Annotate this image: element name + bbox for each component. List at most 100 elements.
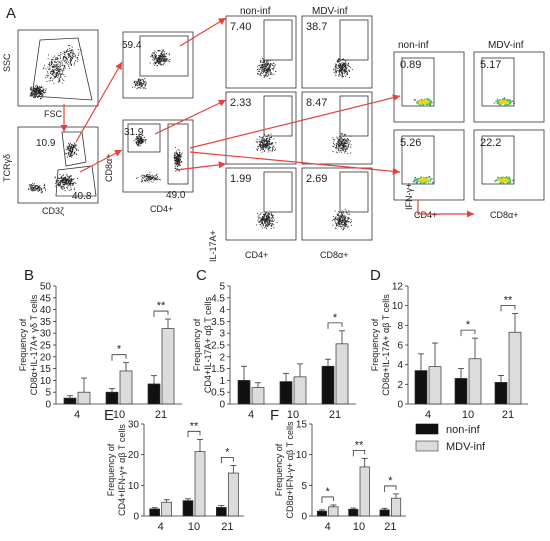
event-dot bbox=[53, 70, 55, 72]
event-dot bbox=[42, 94, 44, 97]
event-dot bbox=[63, 187, 65, 189]
event-dot bbox=[507, 99, 510, 102]
event-dot bbox=[41, 190, 43, 193]
event-dot bbox=[68, 143, 70, 145]
event-dot bbox=[341, 67, 343, 69]
event-dot bbox=[72, 146, 74, 148]
event-dot bbox=[52, 65, 54, 67]
event-dot bbox=[502, 177, 505, 180]
event-dot bbox=[29, 89, 32, 91]
event-dot bbox=[144, 81, 146, 83]
event-dot bbox=[61, 179, 63, 181]
event-dot bbox=[54, 69, 56, 71]
event-dot bbox=[271, 144, 273, 146]
event-dot bbox=[65, 178, 67, 180]
gate-value-tcr-top: 10.9 bbox=[36, 138, 56, 149]
event-dot bbox=[335, 224, 337, 226]
event-dot bbox=[337, 218, 339, 220]
event-dot bbox=[345, 226, 347, 228]
event-dot bbox=[61, 71, 64, 73]
event-dot bbox=[168, 53, 171, 55]
event-dot bbox=[136, 82, 138, 84]
event-dot bbox=[37, 185, 39, 187]
event-dot bbox=[68, 64, 70, 66]
event-dot bbox=[336, 60, 338, 63]
event-dot bbox=[271, 224, 273, 226]
event-dot bbox=[342, 69, 344, 71]
event-dot bbox=[268, 141, 270, 143]
il17-gate-value: 1.99 bbox=[230, 173, 251, 185]
event-dot bbox=[337, 215, 339, 217]
event-dot bbox=[427, 98, 429, 100]
event-dot bbox=[74, 54, 77, 56]
significance-bracket bbox=[327, 322, 343, 329]
event-dot bbox=[31, 189, 33, 191]
event-dot bbox=[74, 145, 77, 147]
event-dot bbox=[337, 141, 339, 143]
event-dot bbox=[70, 178, 72, 180]
event-dot bbox=[268, 212, 270, 214]
event-dot bbox=[144, 78, 146, 80]
gate-value-gd: 59.4 bbox=[122, 40, 142, 51]
event-dot bbox=[424, 178, 427, 181]
event-dot bbox=[140, 85, 142, 87]
event-dot bbox=[71, 154, 73, 156]
event-dot bbox=[341, 223, 343, 225]
y-tick-label: 10 bbox=[128, 481, 140, 492]
event-dot bbox=[162, 58, 164, 60]
event-dot bbox=[35, 190, 37, 192]
event-dot bbox=[179, 162, 181, 164]
event-dot bbox=[266, 215, 268, 217]
event-dot bbox=[340, 151, 343, 153]
event-dot bbox=[339, 60, 341, 62]
event-dot bbox=[135, 177, 137, 179]
event-dot bbox=[59, 179, 62, 182]
event-dot bbox=[256, 224, 258, 226]
event-dot bbox=[65, 149, 67, 151]
event-dot bbox=[145, 178, 147, 180]
event-dot bbox=[151, 178, 153, 180]
event-dot bbox=[260, 225, 262, 227]
event-dot bbox=[344, 224, 346, 226]
event-dot bbox=[344, 223, 346, 225]
event-dot bbox=[56, 64, 58, 66]
event-dot bbox=[338, 62, 341, 64]
y-tick-label: 50 bbox=[40, 282, 52, 293]
event-dot bbox=[140, 78, 142, 80]
event-dot bbox=[37, 190, 39, 192]
event-dot bbox=[61, 175, 63, 177]
event-dot bbox=[346, 72, 348, 74]
event-dot bbox=[503, 97, 506, 99]
event-dot bbox=[420, 176, 422, 179]
bar-non-inf bbox=[237, 380, 251, 405]
event-dot bbox=[64, 190, 66, 192]
event-dot bbox=[344, 208, 346, 210]
event-dot bbox=[268, 149, 270, 151]
event-dot bbox=[67, 175, 69, 177]
event-dot bbox=[176, 155, 178, 157]
event-dot bbox=[266, 60, 268, 62]
event-dot bbox=[59, 62, 61, 64]
event-dot bbox=[261, 64, 263, 66]
event-dot bbox=[257, 212, 259, 214]
event-dot bbox=[509, 102, 511, 105]
event-dot bbox=[72, 52, 74, 54]
significance-bracket bbox=[352, 449, 366, 457]
significance-marker: ** bbox=[190, 420, 199, 432]
event-dot bbox=[176, 161, 178, 163]
event-dot bbox=[54, 62, 56, 64]
event-dot bbox=[62, 53, 64, 55]
event-dot bbox=[266, 218, 268, 220]
event-dot bbox=[501, 178, 504, 181]
event-dot bbox=[338, 225, 340, 228]
event-dot bbox=[342, 138, 345, 140]
event-dot bbox=[143, 179, 145, 181]
event-dot bbox=[156, 61, 158, 63]
event-dot bbox=[265, 221, 267, 223]
event-dot bbox=[77, 149, 79, 151]
event-dot bbox=[146, 179, 148, 181]
event-dot bbox=[428, 176, 431, 178]
event-dot bbox=[260, 59, 262, 61]
event-dot bbox=[494, 180, 497, 183]
event-dot bbox=[54, 60, 56, 62]
